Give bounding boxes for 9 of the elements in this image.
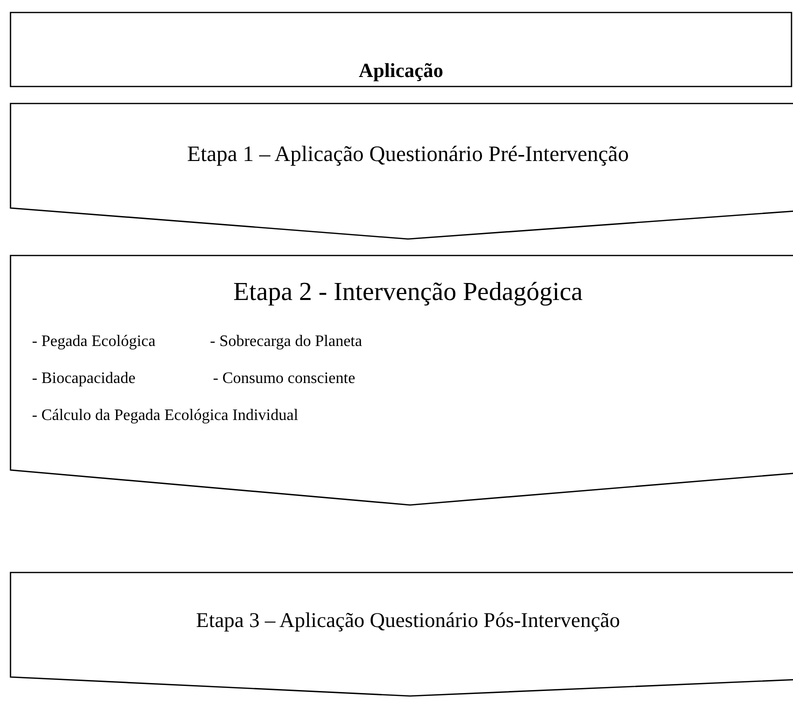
- topic-item: - Pegada Ecológica: [32, 333, 156, 351]
- step-title: Etapa 1 – Aplicação Questionário Pré-Intervenção: [187, 141, 629, 167]
- title-text: Aplicação: [358, 60, 444, 83]
- topic-item: - Biocapacidade: [32, 370, 136, 388]
- topic-item: - Sobrecarga do Planeta: [210, 333, 362, 351]
- step-title: Etapa 2 - Intervenção Pedagógica: [233, 277, 583, 307]
- topic-item: - Cálculo da Pegada Ecológica Individual: [32, 407, 298, 425]
- step-title: Etapa 3 – Aplicação Questionário Pós-Intervenção: [196, 608, 620, 633]
- topic-item: - Consumo consciente: [213, 370, 356, 388]
